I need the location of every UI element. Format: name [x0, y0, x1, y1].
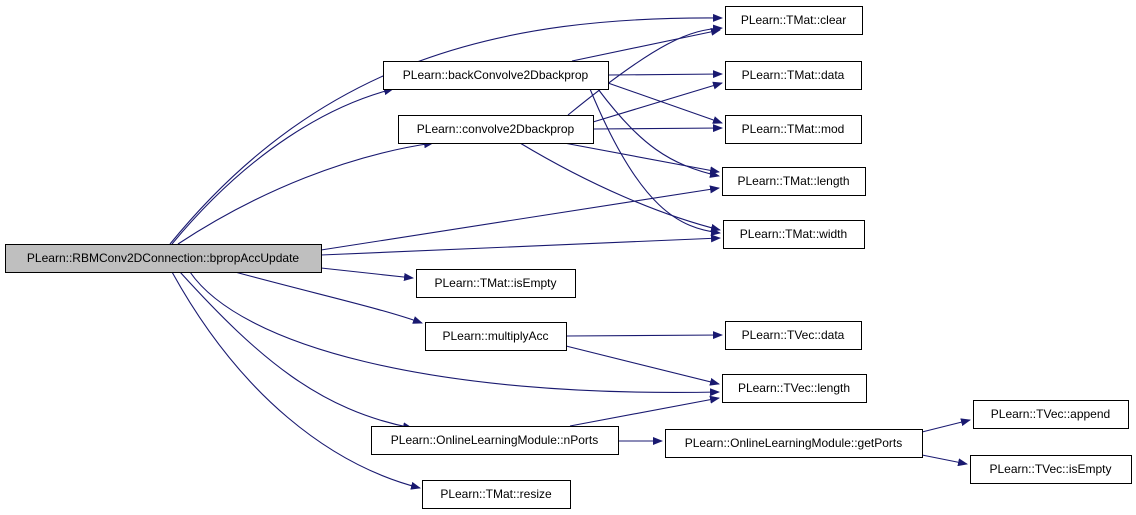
node-box — [722, 374, 867, 403]
node-label: PLearn::TMat::isEmpty — [434, 276, 556, 290]
node-tmat-clear[interactable]: PLearn::TMat::clear — [725, 6, 863, 35]
node-tvec-length[interactable]: PLearn::TVec::length — [722, 374, 867, 403]
node-label: PLearn::OnlineLearningModule::getPorts — [685, 436, 902, 450]
node-multiplyacc[interactable]: PLearn::multiplyAcc — [425, 322, 567, 351]
edge-backconv-to-tmat_width — [589, 88, 721, 236]
edge-conv-to-tmat_mod — [592, 124, 723, 133]
node-box — [383, 61, 609, 90]
edge-multiplyacc-to-tvec_data — [565, 331, 723, 340]
node-tvec-data[interactable]: PLearn::TVec::data — [725, 321, 862, 350]
nodes: PLearn::RBMConv2DConnection::bpropAccUpd… — [5, 6, 1132, 509]
edge-conv-to-tmat_length — [563, 142, 720, 175]
node-box — [725, 61, 862, 90]
node-label: PLearn::TMat::mod — [742, 122, 845, 136]
node-box — [422, 480, 571, 509]
node-tmat-mod[interactable]: PLearn::TMat::mod — [725, 115, 862, 144]
node-box — [722, 167, 866, 196]
node-box — [5, 244, 322, 273]
node-conv[interactable]: PLearn::convolve2Dbackprop — [398, 115, 594, 144]
node-label: PLearn::OnlineLearningModule::nPorts — [391, 433, 598, 447]
node-label: PLearn::TMat::width — [740, 227, 847, 241]
node-nports[interactable]: PLearn::OnlineLearningModule::nPorts — [371, 426, 619, 455]
node-label: PLearn::TVec::length — [738, 381, 850, 395]
node-box — [371, 426, 619, 455]
node-label: PLearn::TVec::isEmpty — [989, 462, 1111, 476]
edge-getports-to-tvec_append — [921, 418, 971, 433]
node-box — [970, 455, 1132, 484]
node-label: PLearn::TMat::clear — [741, 13, 846, 27]
node-box — [398, 115, 594, 144]
node-label: PLearn::RBMConv2DConnection::bpropAccUpd… — [27, 251, 299, 265]
node-box — [725, 6, 863, 35]
node-box — [723, 220, 865, 249]
node-box — [416, 269, 576, 298]
edge-backconv-to-tmat_length — [597, 88, 720, 178]
node-tmat-data[interactable]: PLearn::TMat::data — [725, 61, 862, 90]
edge-conv-to-tmat_data — [592, 81, 723, 123]
node-label: PLearn::TVec::append — [991, 407, 1110, 421]
edge-rbm-to-tvec_length — [189, 271, 720, 397]
edge-backconv-to-tmat_mod — [607, 82, 723, 124]
node-getports[interactable]: PLearn::OnlineLearningModule::getPorts — [665, 429, 923, 458]
node-tmat-length[interactable]: PLearn::TMat::length — [722, 167, 866, 196]
node-box — [725, 115, 862, 144]
node-label: PLearn::TMat::resize — [440, 487, 552, 501]
edge-rbm-to-tmat_resize — [171, 271, 421, 490]
edge-rbm-to-nports — [179, 271, 413, 431]
edge-conv-to-tmat_clear — [567, 24, 723, 116]
edges — [169, 13, 971, 490]
edge-rbm-to-tmat_isempty — [320, 267, 414, 282]
edge-multiplyacc-to-tvec_length — [565, 345, 720, 386]
node-box — [425, 322, 567, 351]
edge-conv-to-tmat_width — [519, 142, 721, 232]
node-label: PLearn::multiplyAcc — [442, 329, 548, 343]
node-rbm[interactable]: PLearn::RBMConv2DConnection::bpropAccUpd… — [5, 244, 322, 273]
node-tvec-append[interactable]: PLearn::TVec::append — [973, 400, 1129, 429]
node-label: PLearn::backConvolve2Dbackprop — [403, 68, 589, 82]
edge-rbm-to-tmat_width — [320, 234, 721, 256]
node-box — [973, 400, 1129, 429]
edge-backconv-to-tmat_data — [607, 70, 723, 79]
node-tvec-isempty[interactable]: PLearn::TVec::isEmpty — [970, 455, 1132, 484]
edge-nports-to-tvec_length — [569, 395, 720, 427]
node-tmat-isempty[interactable]: PLearn::TMat::isEmpty — [416, 269, 576, 298]
edge-rbm-to-multiplyacc — [234, 271, 423, 324]
edge-rbm-to-conv — [177, 140, 434, 245]
node-label: PLearn::TVec::data — [742, 328, 845, 342]
node-backconv[interactable]: PLearn::backConvolve2Dbackprop — [383, 61, 609, 90]
node-tmat-resize[interactable]: PLearn::TMat::resize — [422, 480, 571, 509]
node-box — [665, 429, 923, 458]
edge-rbm-to-backconv — [171, 87, 394, 245]
edge-backconv-to-tmat_clear — [571, 27, 721, 62]
node-label: PLearn::convolve2Dbackprop — [417, 122, 575, 136]
node-label: PLearn::TMat::length — [737, 174, 849, 188]
node-label: PLearn::TMat::data — [742, 68, 845, 82]
edge-getports-to-tvec_isempty — [921, 454, 968, 467]
node-tmat-width[interactable]: PLearn::TMat::width — [723, 220, 865, 249]
node-box — [725, 321, 862, 350]
